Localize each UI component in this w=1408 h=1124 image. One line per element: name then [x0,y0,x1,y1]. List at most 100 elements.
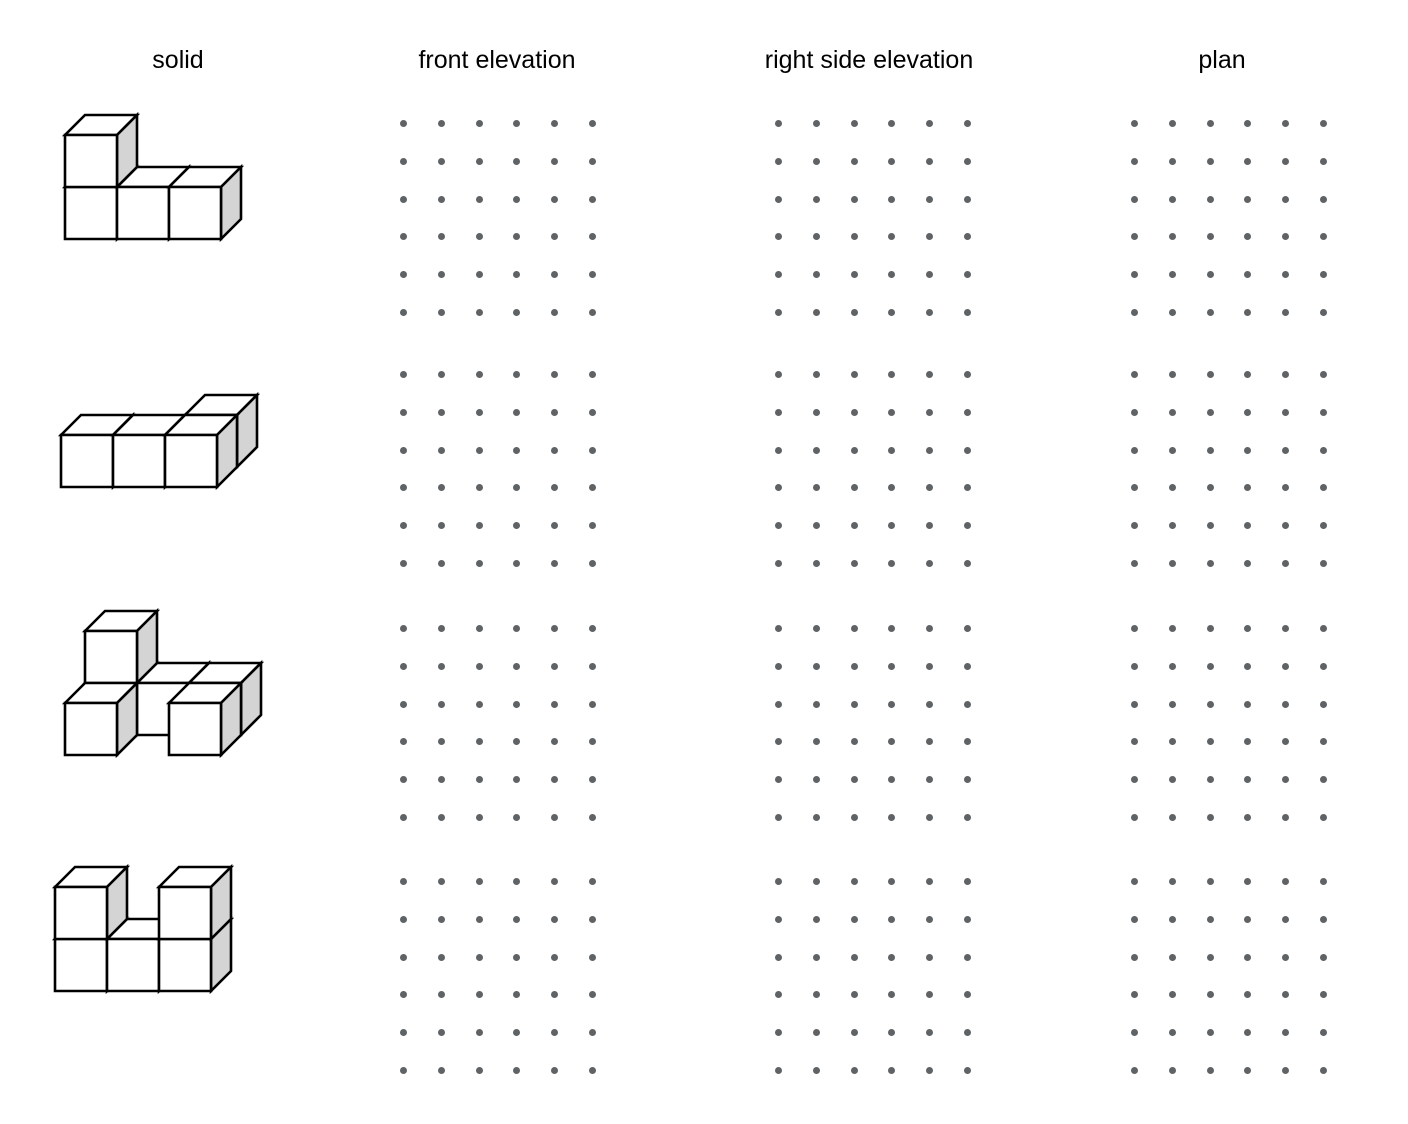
grid-dot [812,560,820,567]
grid-dot [1320,233,1327,241]
grid-dot [1282,1029,1290,1037]
grid-dot [1320,271,1327,279]
isometric-solid-drawing [57,391,261,491]
grid-dot [1282,662,1290,670]
grid-dot [888,120,896,127]
grid-dot [1320,878,1327,885]
grid-dot [1282,522,1290,530]
grid-dot [812,878,820,885]
grid-dot [888,814,896,821]
grid-dot [1320,625,1327,632]
grid-dot [1282,408,1290,416]
grid-dot [812,271,820,279]
grid-dot [964,408,971,416]
grid-dot [775,522,782,530]
grid-dot [1206,309,1214,316]
grid-dot [1320,560,1327,567]
dot-grid-right-side-elevation-row-4[interactable] [775,878,971,1074]
dot-grid-plan-row-2[interactable] [1131,371,1327,567]
grid-dot [888,878,896,885]
grid-dot [1282,446,1290,454]
grid-dot [1282,814,1290,821]
grid-dot [964,625,971,632]
grid-dot [551,271,559,279]
grid-dot [589,522,596,530]
grid-dot [1282,120,1290,127]
dot-grid-plan-row-3[interactable] [1131,625,1327,821]
grid-dot [812,625,820,632]
grid-dot [589,309,596,316]
grid-dot [775,484,782,492]
solid-figure-row-1 [61,111,322,302]
grid-dot [1168,560,1176,567]
grid-dot [775,309,782,316]
grid-dot [850,1067,858,1074]
grid-dot [812,408,820,416]
grid-dot [1131,271,1138,279]
grid-dot [775,953,782,961]
grid-dot [1282,484,1290,492]
grid-dot [1131,776,1138,784]
grid-dot [475,157,483,165]
grid-dot [437,700,445,708]
grid-dot [437,953,445,961]
grid-dot [513,408,521,416]
grid-dot [964,878,971,885]
grid-dot [812,522,820,530]
grid-dot [850,991,858,999]
grid-dot [888,738,896,746]
grid-dot [1320,484,1327,492]
grid-dot [1206,408,1214,416]
dot-grid-front-elevation-row-1[interactable] [400,120,596,316]
grid-dot [1244,233,1252,241]
grid-dot [1131,309,1138,316]
dot-grid-plan-row-1[interactable] [1131,120,1327,316]
grid-dot [812,195,820,203]
grid-dot [926,195,934,203]
grid-dot [926,915,934,923]
grid-dot [1168,157,1176,165]
grid-dot [589,157,596,165]
grid-dot [1244,157,1252,165]
grid-dot [1206,991,1214,999]
grid-dot [1168,1067,1176,1074]
dot-grid-right-side-elevation-row-2[interactable] [775,371,971,567]
dot-grid-right-side-elevation-row-3[interactable] [775,625,971,821]
dot-grid-right-side-elevation-row-1[interactable] [775,120,971,316]
grid-dot [551,484,559,492]
grid-dot [589,878,596,885]
grid-dot [1168,738,1176,746]
dot-grid-front-elevation-row-4[interactable] [400,878,596,1074]
grid-dot [400,195,407,203]
grid-dot [551,195,559,203]
grid-dot [1282,625,1290,632]
grid-dot [513,195,521,203]
grid-dot [1282,953,1290,961]
grid-dot [850,700,858,708]
grid-dot [589,195,596,203]
grid-dot [850,915,858,923]
grid-dot [888,371,896,378]
grid-dot [1320,953,1327,961]
grid-dot [1320,814,1327,821]
grid-dot [775,157,782,165]
grid-dot [926,776,934,784]
grid-dot [437,484,445,492]
grid-dot [437,408,445,416]
grid-dot [1168,915,1176,923]
grid-dot [1168,446,1176,454]
grid-dot [513,953,521,961]
grid-dot [812,700,820,708]
dot-grid-front-elevation-row-2[interactable] [400,371,596,567]
dot-grid-plan-row-4[interactable] [1131,878,1327,1074]
grid-dot [551,446,559,454]
grid-dot [437,233,445,241]
grid-dot [589,408,596,416]
grid-dot [437,309,445,316]
grid-dot [850,484,858,492]
grid-dot [475,195,483,203]
grid-dot [812,814,820,821]
grid-dot [926,991,934,999]
dot-grid-front-elevation-row-3[interactable] [400,625,596,821]
grid-dot [812,233,820,241]
